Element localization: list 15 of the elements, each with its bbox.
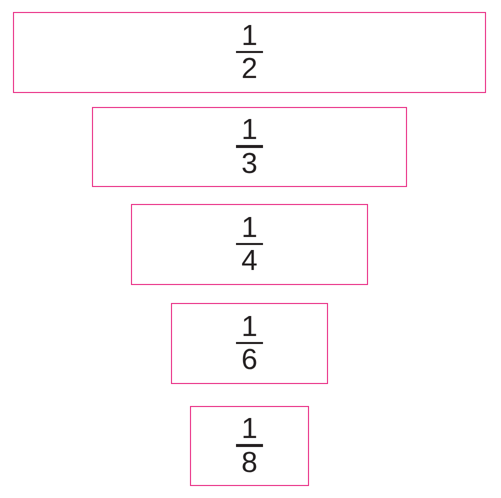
numerator: 1: [241, 117, 258, 144]
fraction-box: [13, 12, 486, 93]
denominator: 3: [241, 150, 258, 177]
denominator: 4: [241, 248, 258, 274]
denominator: 8: [241, 450, 258, 476]
fraction-box: [131, 204, 368, 285]
numerator: 1: [241, 22, 258, 49]
numerator: 1: [241, 314, 258, 340]
fraction-box: [190, 406, 309, 486]
numerator: 1: [241, 214, 258, 241]
denominator: 6: [241, 347, 258, 374]
numerator: 1: [241, 416, 258, 442]
denominator: 2: [241, 56, 258, 82]
fraction-box: [92, 107, 407, 187]
fraction-box: [171, 303, 328, 384]
